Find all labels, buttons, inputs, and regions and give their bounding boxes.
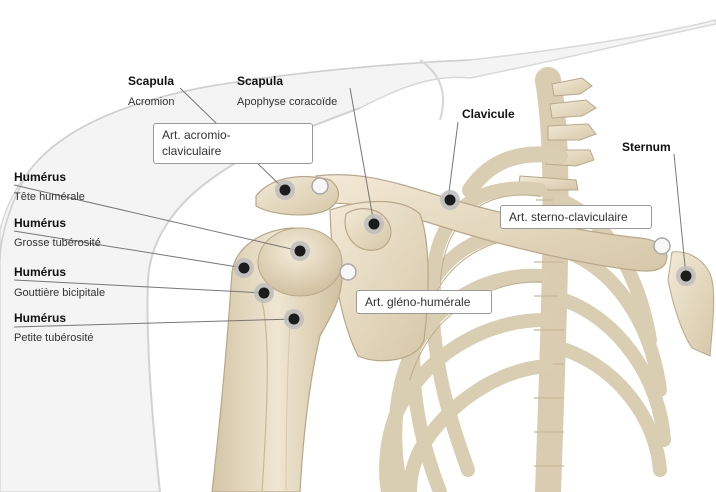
greater-tuberosity-marker[interactable] [234, 258, 254, 278]
humerus-lesser-subtitle: Petite tubérosité [14, 332, 94, 344]
humerus-greater-title: Humérus [14, 216, 67, 230]
clavicle-bone [315, 146, 668, 272]
humerus-bone [211, 227, 343, 492]
coracoid-marker[interactable] [364, 214, 384, 234]
leader-lines [13, 87, 687, 328]
acromioclavicular-line1: Art. acromio- [162, 128, 231, 142]
acromioclavicular-joint-label[interactable]: Art. acromio- claviculaire [153, 123, 313, 164]
sternoclavicular-joint-label[interactable]: Art. sterno-claviculaire [500, 205, 652, 229]
acromioclavicular-line2: claviculaire [162, 144, 222, 158]
clavicule-title: Clavicule [462, 107, 515, 121]
bicipital-groove-marker[interactable] [254, 283, 274, 303]
spine [517, 67, 597, 492]
clavicule-marker[interactable] [440, 190, 460, 210]
humerus-groove-subtitle: Gouttière bicipitale [14, 287, 106, 299]
scapula-acromion-title: Scapula [128, 74, 175, 88]
glenohumeral-joint-label[interactable]: Art. gléno-humérale [356, 290, 492, 314]
sternum-title: Sternum [622, 140, 671, 154]
humerus-head-subtitle: Tête humérale [14, 191, 85, 203]
markers [234, 180, 696, 329]
sternum-marker[interactable] [676, 266, 696, 286]
acromion-marker[interactable] [275, 180, 295, 200]
humeral-head-marker[interactable] [290, 241, 310, 261]
humerus-head-title: Humérus [14, 170, 67, 184]
scapula-coracoid-title: Scapula [237, 74, 284, 88]
humerus-lesser-title: Humérus [14, 311, 67, 325]
scapula-acromion-subtitle: Acromion [128, 96, 175, 108]
humerus-greater-subtitle: Grosse tubérosité [14, 237, 101, 249]
scapula-coracoid-subtitle: Apophyse coracoïde [237, 96, 338, 108]
humerus-groove-title: Humérus [14, 265, 67, 279]
lesser-tuberosity-marker[interactable] [284, 309, 304, 329]
joint-rings [311, 177, 671, 281]
